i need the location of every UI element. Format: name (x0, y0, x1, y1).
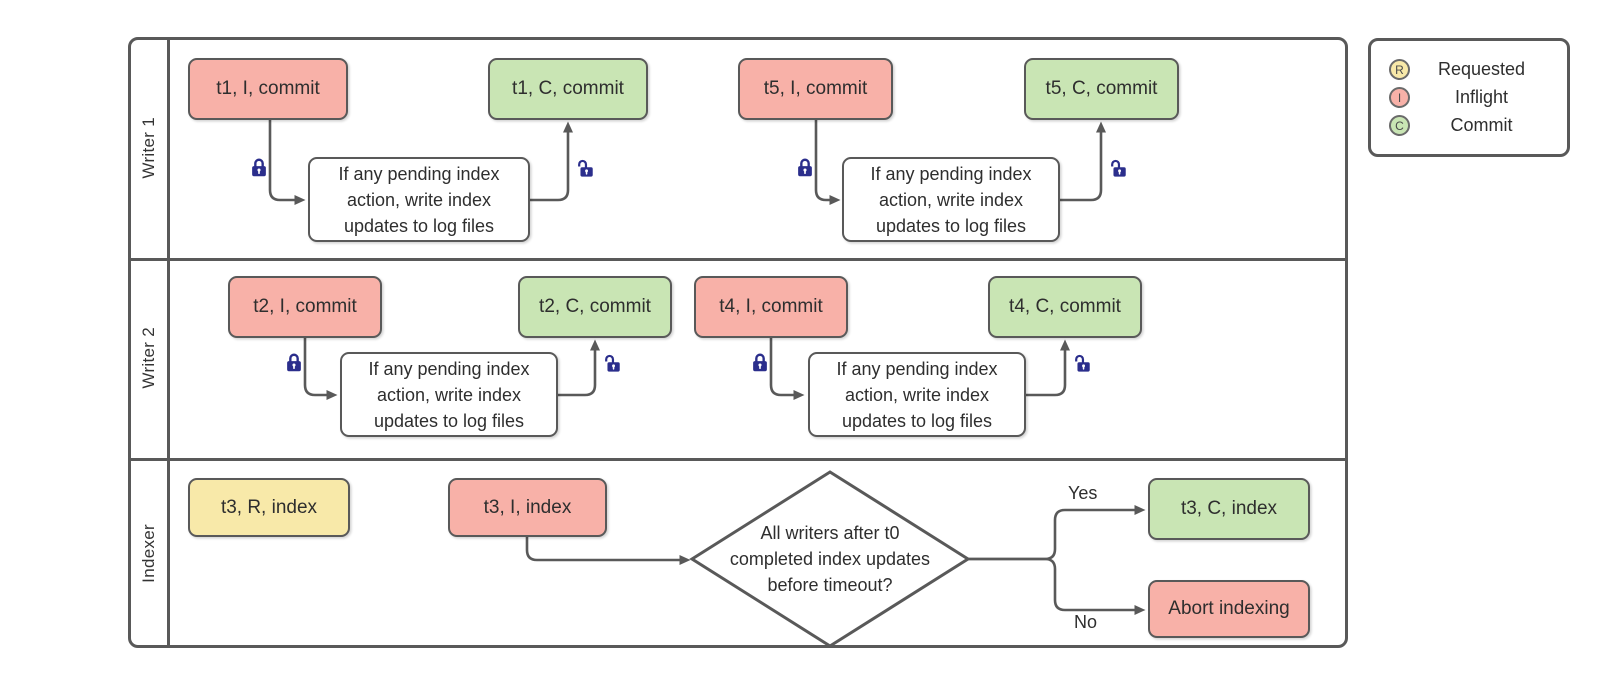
commit-state-icon: C (1389, 115, 1410, 136)
decision-text: All writers after t0 completed index upd… (729, 523, 931, 595)
legend-row-commit: C Commit (1389, 113, 1553, 138)
open-lock-icon (1105, 158, 1127, 180)
lane-label-indexer: Indexer (139, 523, 158, 583)
closed-lock-icon (248, 157, 270, 179)
open-lock-icon (1069, 353, 1091, 375)
legend-row-inflight: I Inflight (1389, 85, 1553, 110)
node-t5-inflight: t5, I, commit (738, 58, 893, 120)
branch-label-yes: Yes (1068, 483, 1098, 503)
process-box-writer2-t2: If any pending index action, write index… (340, 352, 558, 437)
legend-row-requested: R Requested (1389, 57, 1553, 82)
node-t2-inflight: t2, I, commit (228, 276, 382, 338)
open-lock-icon (599, 353, 621, 375)
node-t1-inflight: t1, I, commit (188, 58, 348, 120)
requested-state-icon: R (1389, 59, 1410, 80)
node-t3-requested: t3, R, index (188, 478, 350, 537)
legend-label-commit: Commit (1450, 115, 1513, 135)
lane-header-indexer: Indexer (128, 458, 170, 648)
node-t1-commit: t1, C, commit (488, 58, 648, 120)
node-t5-commit: t5, C, commit (1024, 58, 1179, 120)
process-box-writer1-t5: If any pending index action, write index… (842, 157, 1060, 242)
node-t2-commit: t2, C, commit (518, 276, 672, 338)
process-text: If any pending index action, write index… (870, 163, 1032, 236)
process-text: If any pending index action, write index… (338, 163, 500, 236)
closed-lock-icon (283, 352, 305, 374)
branch-label-no: No (1074, 612, 1098, 632)
closed-lock-icon (794, 157, 816, 179)
open-lock-icon (572, 158, 594, 180)
process-box-writer1-t1: If any pending index action, write index… (308, 157, 530, 242)
lane-label-separator (167, 37, 170, 648)
node-t4-inflight: t4, I, commit (694, 276, 848, 338)
legend-label-inflight: Inflight (1454, 87, 1509, 107)
legend-label-requested: Requested (1437, 59, 1526, 79)
inflight-state-icon: I (1389, 87, 1410, 108)
lane-label-writer2: Writer 2 (139, 327, 158, 389)
lane-divider-2 (128, 458, 1348, 461)
lane-header-writer2: Writer 2 (128, 258, 170, 458)
legend: R Requested I Inflight C Commit (1368, 38, 1570, 157)
node-t4-commit: t4, C, commit (988, 276, 1142, 338)
lane-header-writer1: Writer 1 (128, 37, 170, 258)
lane-divider-1 (128, 258, 1348, 261)
process-box-writer2-t4: If any pending index action, write index… (808, 352, 1026, 437)
node-abort-indexing: Abort indexing (1148, 580, 1310, 638)
process-text: If any pending index action, write index… (836, 358, 998, 431)
lane-label-writer1: Writer 1 (139, 116, 158, 179)
closed-lock-icon (749, 352, 771, 374)
process-text: If any pending index action, write index… (368, 358, 530, 431)
node-t3-commit: t3, C, index (1148, 478, 1310, 540)
node-t3-inflight: t3, I, index (448, 478, 607, 537)
